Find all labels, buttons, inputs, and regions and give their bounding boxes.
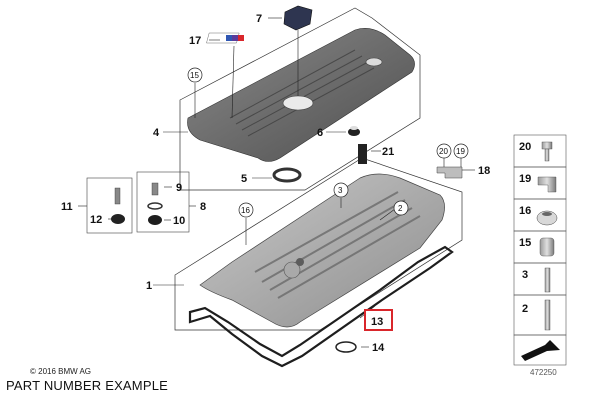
sensor-part-21: [358, 144, 367, 164]
bracket-part-18: [436, 166, 463, 179]
callout-7: 7: [256, 13, 262, 25]
copyright-text: © 2016 BMW AG: [30, 367, 92, 376]
callout-18: 18: [478, 165, 490, 177]
legend-label-20: 20: [519, 141, 531, 153]
callouts: 1 4 5 6 7 17 21 18 11 12 9 10 8 14 13 15…: [61, 13, 531, 354]
small-parts-frame: [86, 177, 133, 234]
circled-ref-2: 2: [398, 204, 403, 213]
callout-17: 17: [189, 35, 201, 47]
circled-ref-20: 20: [439, 147, 448, 156]
part-number-caption: PART NUMBER EXAMPLE: [6, 378, 169, 393]
small-parts-box: [78, 171, 196, 234]
emblem-part-17: [206, 32, 244, 44]
cap-part-7: [283, 5, 313, 31]
nut-part-12: [111, 214, 125, 224]
legend-label-3: 3: [522, 269, 528, 281]
callout-14: 14: [372, 342, 385, 354]
diagram-id: 472250: [530, 368, 557, 377]
callout-9: 9: [176, 182, 182, 194]
callout-6: 6: [317, 127, 323, 139]
head-cover-part-1: [199, 173, 445, 328]
cover-group-frame: [179, 7, 421, 191]
circled-ref-16: 16: [241, 206, 250, 215]
head-cover-group: [153, 144, 475, 368]
grommet-part-6: [348, 128, 360, 136]
gasket-part-13: [188, 245, 454, 368]
callout-1: 1: [146, 280, 152, 292]
right-legend-column: [513, 134, 567, 366]
small-parts-frame-right: [136, 171, 190, 233]
legend-label-16: 16: [519, 205, 531, 217]
callout-4: 4: [153, 127, 160, 139]
cover-oil-filler-opening: [282, 95, 314, 111]
cover-leader-lines: [163, 17, 346, 179]
highlight-box-13: [364, 309, 393, 331]
legend-box-arrow: [513, 334, 567, 366]
circled-ref-3: 3: [338, 186, 343, 195]
legend-box-2: [513, 294, 567, 336]
callout-8: 8: [200, 201, 206, 213]
circled-ref-19: 19: [456, 147, 465, 156]
legend-label-19: 19: [519, 173, 531, 185]
rubber-part-10: [148, 215, 162, 225]
engine-cover-part: [187, 28, 415, 162]
engine-cover-group: [163, 5, 421, 191]
legend-arrow-icon: [521, 340, 560, 361]
cover-rear-opening: [365, 57, 383, 67]
circled-ref-15: 15: [190, 71, 199, 80]
legend-label-15: 15: [519, 237, 531, 249]
callout-10: 10: [173, 215, 185, 227]
callout-21: 21: [382, 146, 394, 158]
callout-13: 13: [371, 316, 383, 328]
callout-12: 12: [90, 214, 102, 226]
seal-ring-part-5: [272, 167, 302, 183]
callout-5: 5: [241, 173, 247, 185]
callout-11: 11: [61, 201, 73, 213]
o-ring-part-14: [335, 341, 357, 353]
legend-label-2: 2: [522, 303, 528, 315]
